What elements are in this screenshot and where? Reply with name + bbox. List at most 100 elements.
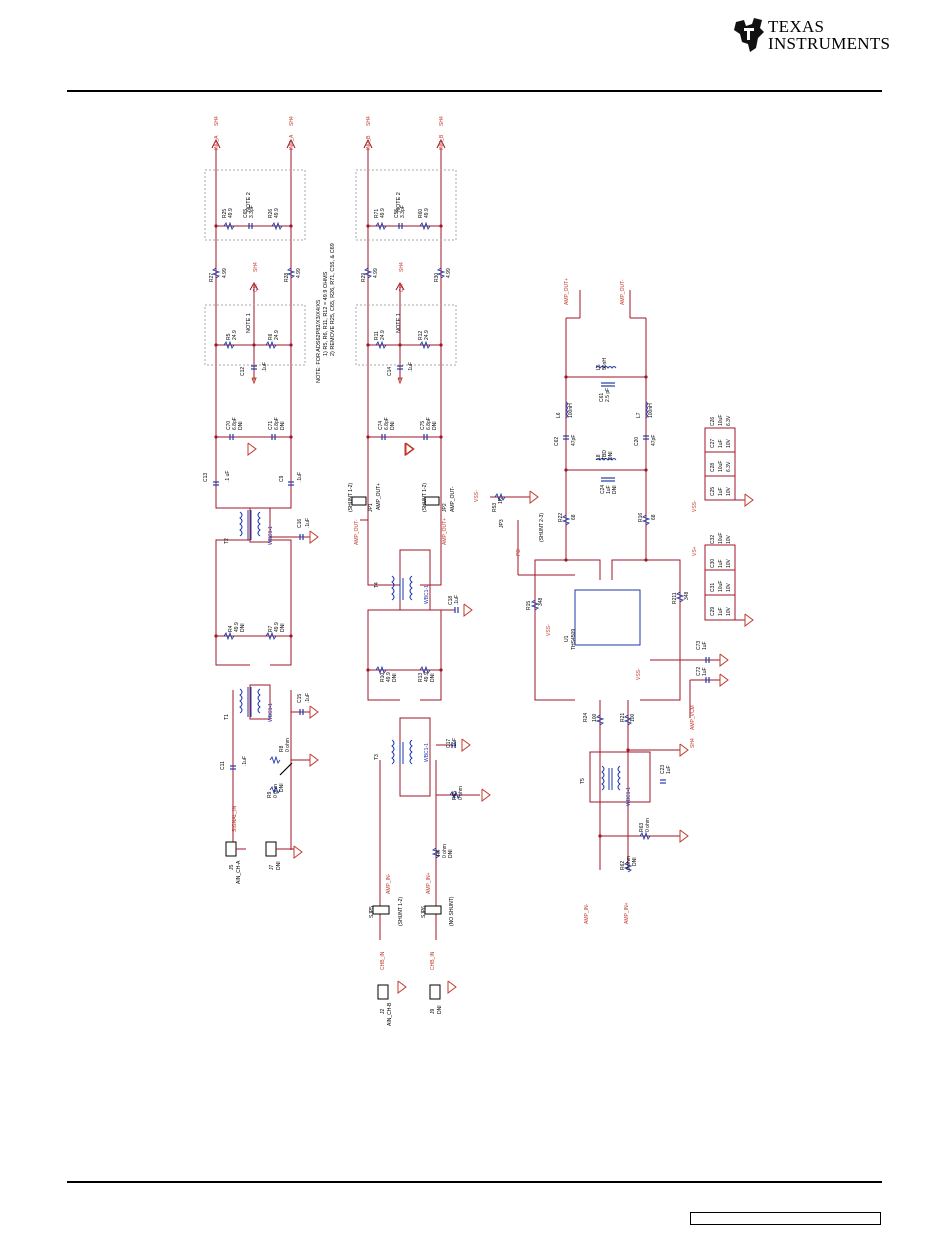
value-c31: 10uF [718,581,724,592]
label-l5: L5 [596,364,602,370]
net-sh4-b1: SH4 [366,116,372,126]
label-r8: R8 [279,745,285,752]
label-r15: R15 [526,601,532,610]
shunt-sjp6: (NO SHUNT) [449,896,455,926]
net-sh4-cm-b: SH4 [399,262,405,272]
label-r29: R29 [361,273,367,282]
label-r26: R26 [268,209,274,218]
ti-wordmark: TEXAS INSTRUMENTS [768,18,890,52]
ti-state-icon [734,18,764,52]
label-jp3: JP3 [499,519,505,528]
value-r4b: 0 ohm [442,844,448,858]
part-t5: WBC1-1 [626,787,632,806]
transformer-t2 [239,507,271,543]
value-r53: 1K [498,497,504,504]
value-r71: 49.9 [380,208,386,218]
label-c16: C16 [297,519,303,528]
dni-j7: DNI [276,861,282,870]
value-r22: 68 [571,514,577,520]
label-r30: R30 [434,273,440,282]
net-vss-amp: VSS- [636,668,642,680]
net-amp-out-p-jp1: AMP_OUT+ [376,483,382,510]
label-r4b: R4 [436,849,442,856]
amp-inductors [565,366,648,461]
label-c62: C62 [554,437,560,446]
note1-a: NOTE 1 [246,313,252,333]
volt-c26: 6.3V [726,415,732,426]
net-amp-out-m-top: AMP_OUT- [620,279,626,305]
dni-r4: DNI [240,623,246,632]
value-c28: 10uF [718,461,724,472]
label-t5: T5 [580,778,586,784]
label-c32: C32 [710,535,716,544]
jumper-sjp6 [424,905,442,915]
value-c12: .1uF [262,362,268,372]
value-c29: 1uF [718,607,724,616]
connector-j9 [429,984,441,1000]
dni-r9: DNI [279,783,285,792]
grounds-b [247,377,491,994]
value-l6: 100nH [568,403,574,418]
label-c72: C72 [696,667,702,676]
label-c73: C73 [696,641,702,650]
ti-logo: TEXAS INSTRUMENTS [732,16,890,56]
net-amp-in-p: AMP_IN+ [426,872,432,894]
transformer-t3 [391,717,431,797]
label-c75: C75 [420,421,426,430]
net-amp-out-m-jp2: AMP_OUT- [450,486,456,512]
label-r27: R27 [209,273,215,282]
label-r28: R28 [284,273,290,282]
label-r6: R6 [268,333,274,340]
net-vss-u1: VSS- [546,624,552,636]
label-jp1: JP1 [368,503,374,512]
dni-c71: DNI [280,421,286,430]
cm-arrow-a [249,281,259,291]
note1-b: NOTE 1 [396,313,402,333]
channel-a [211,138,310,850]
net-sh4-a2: SH4 [289,116,295,126]
label-c12: C12 [240,367,246,376]
dashed-box-a1 [204,169,306,241]
decoupling-block [704,427,745,621]
label-r24: R24 [583,713,589,722]
value-c25: 1uF [718,487,724,496]
shunt-jp1: (SHUNT 1-2) [348,483,354,512]
net-sh4-b2: SH4 [439,116,445,126]
transformer-t5 [589,751,651,803]
value-r211: 348 [684,591,690,600]
value-c15: .1uF [305,693,311,703]
value-r12: 24.9 [424,330,430,340]
net-cm-a: CM [253,284,259,292]
label-c9: C9 [279,475,285,482]
dni-c75: DNI [432,421,438,430]
label-r13: R13 [418,673,424,682]
dni-c74: DNI [390,421,396,430]
volt-c27: 10V [726,438,732,448]
value-c18: .1uF [454,595,460,605]
net-vs-plus: VS+ [692,546,698,556]
value-c70: 6.8pF [232,417,238,430]
label-c13: C13 [203,473,209,482]
resistors-a [211,221,296,795]
cm-arrow-b [395,281,405,291]
net-amp-in-p-bottom: AMP_IN+ [624,902,630,924]
net-pd: PD [516,549,522,556]
label-c31: C31 [710,583,716,592]
dni-r10: DNI [392,673,398,682]
net-inp-a: INP_A [214,135,220,150]
value-c27: 1uF [718,439,724,448]
connector-j5 [225,841,237,857]
label-c26: C26 [710,417,716,426]
net-vss-jp3: VSS- [474,490,480,502]
value-c61: 2.5 pF [605,388,611,402]
dni-r7: DNI [280,623,286,632]
footer-rule [67,1181,882,1183]
label-c29: C29 [710,607,716,616]
value-l5: 56nH [602,358,608,370]
dashed-box-b2 [355,304,457,366]
label-t3: T3 [374,754,380,760]
value-c62: 47pF [571,435,577,446]
junction-dots [214,224,648,838]
value-c13: .1 uF [225,471,231,482]
